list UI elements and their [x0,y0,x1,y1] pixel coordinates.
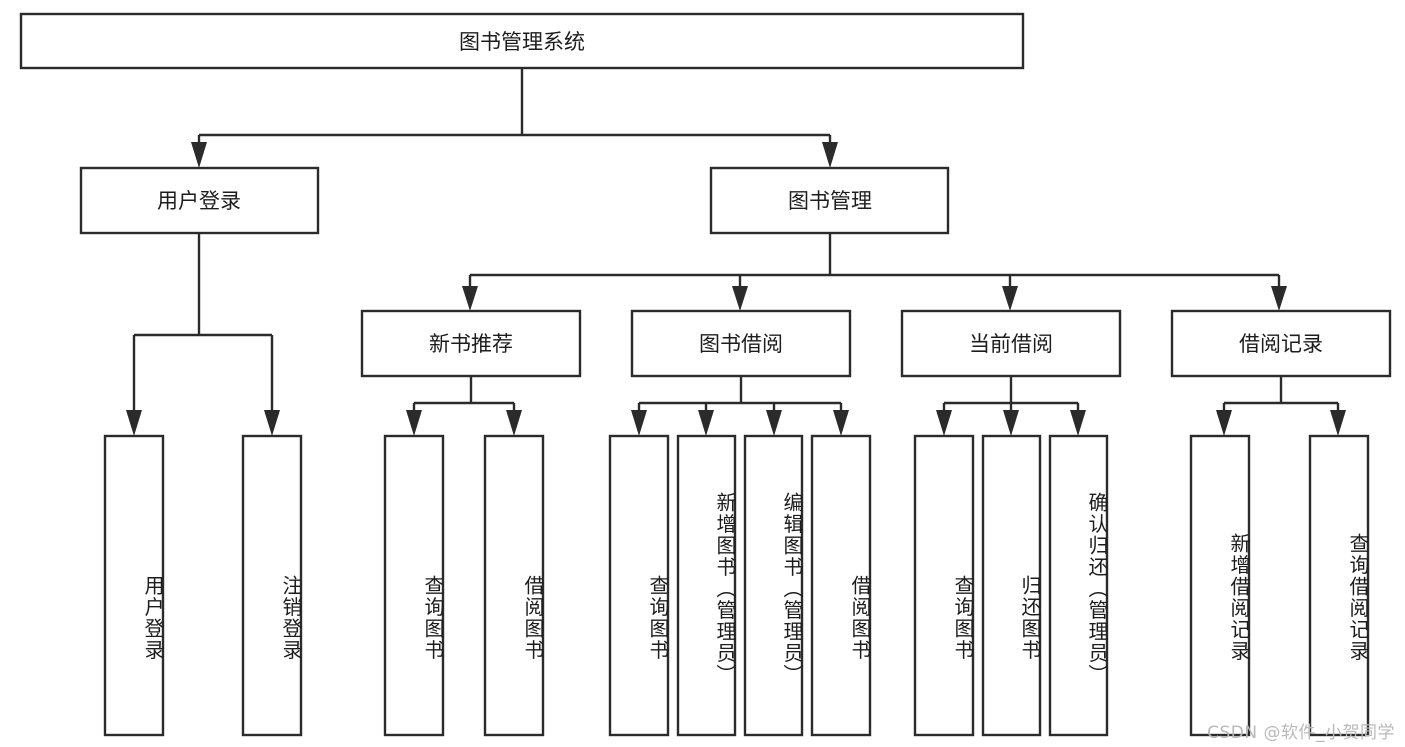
arrow-to-leaf-bb-1 [631,410,647,436]
node-book-manage-box[interactable] [709,166,950,235]
arrow-to-leaf-nbr-1 [406,410,422,436]
leaf-box-nbr-query-book[interactable] [383,434,445,737]
arrow-to-leaf-bb-3 [766,410,782,436]
leaf-box-bb-add-book[interactable] [676,434,737,737]
node-user-login[interactable]: 用户登录 [79,166,320,235]
node-borrow-record-box[interactable] [1170,309,1392,378]
arrow-to-leaf-nbr-2 [506,410,522,436]
arrow-to-leaf-br-2 [1330,410,1346,436]
arrow-to-leaf-cb-2 [1003,410,1019,436]
leaf-box-cb-confirm-return[interactable] [1048,434,1109,737]
arrow-to-new-book [462,286,478,311]
arrow-to-leaf-user-login [126,410,142,436]
node-book-manage[interactable]: 图书管理 [709,166,950,235]
arrow-to-current-borrow [1002,286,1018,311]
leaf-box-cb-query-book[interactable] [913,434,975,737]
arrow-to-book-manage [822,142,838,168]
leaf-box-bb-edit-book[interactable] [743,434,804,737]
arrow-to-leaf-cb-3 [1070,410,1086,436]
arrow-to-leaf-bb-2 [698,410,714,436]
node-root[interactable]: 图书管理系统 [19,12,1025,70]
arrow-to-borrow-record [1271,286,1287,311]
leaf-box-bb-query-book[interactable] [608,434,670,737]
node-book-borrow[interactable]: 图书借阅 [630,309,852,378]
csdn-watermark: CSDN @软件_小贺同学 [1207,723,1395,743]
leaf-box-user-login[interactable] [103,434,165,737]
node-new-book-recommend-label: 新书推荐 [429,332,513,356]
arrow-to-leaf-logout [264,410,280,436]
node-current-borrow-box[interactable] [900,309,1122,378]
leaf-box-br-query-record[interactable] [1308,434,1370,737]
node-new-book-recommend[interactable]: 新书推荐 [360,309,582,378]
arrow-to-leaf-br-1 [1216,410,1232,436]
leaf-box-br-add-record[interactable] [1189,434,1251,737]
arrow-to-leaf-cb-1 [936,410,952,436]
node-root-box[interactable] [19,12,1025,70]
arrow-to-user-login [191,142,207,168]
leaf-box-bb-borrow-book[interactable] [810,434,872,737]
node-borrow-record[interactable]: 借阅记录 [1170,309,1392,378]
arrow-to-leaf-bb-4 [833,410,849,436]
node-current-borrow[interactable]: 当前借阅 [900,309,1122,378]
node-book-manage-label: 图书管理 [788,189,872,213]
node-current-borrow-label: 当前借阅 [969,332,1053,356]
node-book-borrow-label: 图书借阅 [699,332,783,356]
node-new-book-recommend-box[interactable] [360,309,582,378]
leaf-box-logout[interactable] [241,434,303,737]
leaf-box-cb-return-book[interactable] [981,434,1042,737]
arrow-to-book-borrow [732,286,748,311]
leaf-box-nbr-borrow-book[interactable] [483,434,545,737]
node-book-borrow-box[interactable] [630,309,852,378]
node-borrow-record-label: 借阅记录 [1239,332,1323,356]
node-user-login-label: 用户登录 [157,189,241,213]
node-root-label: 图书管理系统 [459,30,585,54]
